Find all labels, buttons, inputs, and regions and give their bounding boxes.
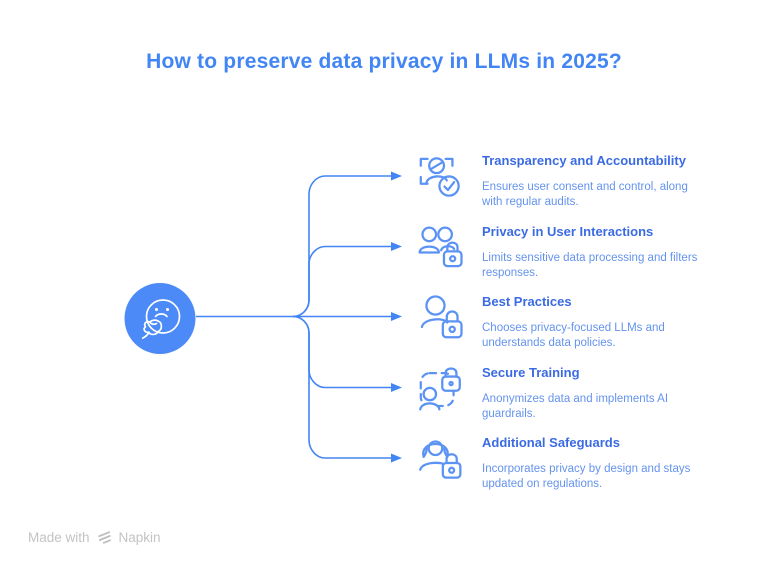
branch-item: Privacy in User Interactions Limits sens… [414,222,734,280]
branch-texts: Additional Safeguards Incorporates priva… [482,433,734,491]
branch-title: Secure Training [482,365,580,380]
dashed-frame-user-lock-icon [419,367,461,411]
branch-texts: Secure Training Anonymizes data and impl… [482,363,734,421]
branch-description: Anonymizes data and implements AI guardr… [482,393,669,420]
branch-item: Secure Training Anonymizes data and impl… [414,363,734,421]
user-lock-icon [420,295,463,339]
branch-texts: Best Practices Chooses privacy-focused L… [482,292,734,350]
branch-icon-box [414,433,482,485]
branch-title: Additional Safeguards [482,435,620,450]
branch-item: Transparency and Accountability Ensures … [414,151,734,209]
branch-description: Chooses privacy-focused LLMs and underst… [482,322,665,349]
branch-title: Transparency and Accountability [482,153,686,168]
branch-title: Privacy in User Interactions [482,224,654,239]
branch-icon-box [414,363,482,415]
watermark: Made with Napkin [28,530,161,545]
two-users-lock-icon [418,226,463,268]
arrowhead-icons [391,171,402,463]
branch-icon-box [414,292,482,344]
user-scan-check-icon [419,157,460,197]
branch-item: Additional Safeguards Incorporates priva… [414,433,734,491]
person-hair-lock-icon [419,440,462,479]
branch-item: Best Practices Chooses privacy-focused L… [414,292,734,350]
branch-description: Ensures user consent and control, along … [482,181,688,208]
branch-texts: Transparency and Accountability Ensures … [482,151,734,209]
center-node [124,283,196,354]
page-title: How to preserve data privacy in LLMs in … [146,50,622,73]
branch-texts: Privacy in User Interactions Limits sens… [482,222,734,280]
brand-label: Napkin [118,530,161,545]
branch-icon-box [414,151,482,203]
branch-description: Limits sensitive data processing and fil… [482,252,698,279]
branch-description: Incorporates privacy by design and stays… [482,463,691,490]
made-with-label: Made with [28,530,90,545]
branch-title: Best Practices [482,294,572,309]
branch-icon-box [414,222,482,274]
napkin-logo-icon [97,531,111,544]
thinking-face-icon [141,299,181,339]
